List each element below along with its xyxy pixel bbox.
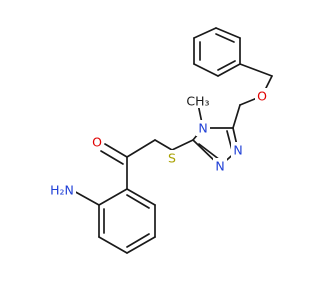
atom-label: O — [257, 89, 267, 104]
atom-N1: N — [231, 142, 245, 158]
bond — [217, 63, 241, 77]
atom-label: O — [92, 135, 102, 150]
atom-S-thio: S — [165, 150, 179, 166]
bond — [193, 63, 219, 77]
bond — [126, 139, 156, 158]
atom-N-amine: H₂N — [48, 182, 76, 198]
bond — [193, 27, 217, 39]
bond — [171, 139, 194, 151]
bond — [126, 233, 150, 248]
bond — [217, 60, 236, 71]
bond — [198, 143, 221, 161]
atom-label-layer: O H₂N S N N N O — [48, 88, 269, 198]
bond — [104, 143, 128, 158]
bond — [239, 63, 273, 77]
atom-label: H₂N — [50, 183, 74, 198]
bond — [215, 33, 235, 43]
molecule-structure: O H₂N S N N N O — [48, 27, 273, 254]
atom-O-ether: O — [255, 88, 269, 104]
atom-CH3: CH₃ — [186, 94, 210, 109]
bond — [232, 104, 241, 129]
atom-label: S — [168, 151, 176, 166]
atom-N2: N — [213, 158, 227, 174]
bond — [215, 27, 241, 39]
bond — [126, 188, 156, 206]
bond — [100, 150, 124, 165]
molecule-canvas: O H₂N S N N N O — [48, 27, 273, 254]
bond — [98, 236, 128, 254]
bond — [154, 139, 173, 151]
bond — [71, 189, 100, 206]
atom-label: N — [233, 143, 242, 158]
atom-label: N — [198, 121, 207, 136]
bond — [126, 236, 156, 254]
bond — [126, 194, 150, 209]
bond — [98, 188, 128, 206]
atom-N4: N — [196, 120, 210, 136]
atom-label: CH₃ — [186, 94, 209, 109]
atom-O-carbonyl: O — [90, 134, 104, 150]
atom-label: N — [215, 159, 224, 174]
